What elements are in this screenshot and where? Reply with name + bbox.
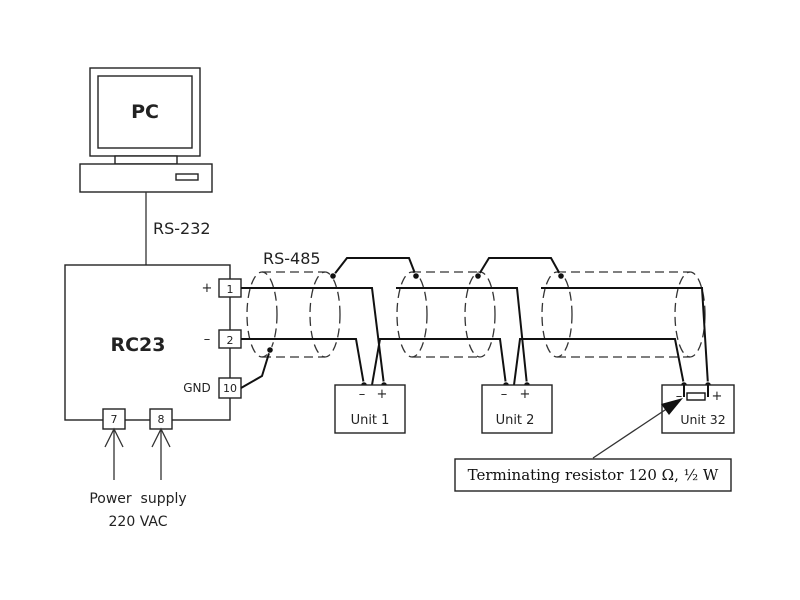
unit-2-plus-label: + xyxy=(520,387,531,402)
rs485-plus-line xyxy=(241,287,709,386)
power-arrow-7 xyxy=(104,427,124,448)
terminator-pointer-arrowhead xyxy=(661,398,683,415)
unit-1-name: Unit 1 xyxy=(351,413,390,428)
minus-polarity-label: – xyxy=(204,332,211,347)
pc-drive-slot xyxy=(175,173,199,181)
unit-32: – + Unit 32 xyxy=(661,384,735,434)
terminal-2-label: 2 xyxy=(227,334,234,347)
terminator-callout-label: Terminating resistor 120 Ω, ½ W xyxy=(468,466,719,484)
power-supply-inputs xyxy=(104,427,171,480)
voltage-label: 220 VAC xyxy=(109,514,168,530)
unit-32-plus-label: + xyxy=(712,389,723,404)
unit-32-minus-label: – xyxy=(676,389,683,404)
connection-dots xyxy=(266,272,712,389)
terminal-8-label: 8 xyxy=(158,413,165,426)
cable-shield-section-1 xyxy=(246,271,341,358)
unit-1-minus-label: – xyxy=(359,387,366,402)
unit-2: – + Unit 2 xyxy=(481,384,553,434)
terminator-callout-box xyxy=(454,458,732,492)
unit-2-box xyxy=(481,384,553,434)
terminating-resistor xyxy=(686,392,706,401)
unit-1-plus-label: + xyxy=(377,387,388,402)
rc23-label: RC23 xyxy=(110,334,165,356)
pc-label: PC xyxy=(131,101,159,123)
pc-monitor-screen xyxy=(97,75,193,149)
unit-1: – + Unit 1 xyxy=(334,384,406,434)
shield-jumper-1 xyxy=(332,257,417,277)
unit-2-minus-label: – xyxy=(501,387,508,402)
terminal-1-label: 1 xyxy=(227,283,234,296)
power-supply-label: Power supply xyxy=(89,491,186,507)
shield-jumper-2 xyxy=(477,257,562,277)
shield-gnd-wire xyxy=(240,349,271,389)
terminal-7-label: 7 xyxy=(111,413,118,426)
rs485-label: RS-485 xyxy=(263,249,321,268)
power-arrow-8 xyxy=(151,427,171,448)
rs232-label: RS-232 xyxy=(153,219,211,238)
rc23-controller: RC23 1 + 2 – 10 GND 7 8 xyxy=(64,264,242,430)
terminal-10-label: 10 xyxy=(223,382,237,395)
plus-polarity-label: + xyxy=(202,281,213,296)
pc-monitor-stand xyxy=(114,155,178,165)
gnd-label: GND xyxy=(183,381,211,395)
rs485-minus-line xyxy=(241,338,685,386)
cable-shield-section-3 xyxy=(541,271,706,358)
pc-computer: PC xyxy=(79,67,213,193)
unit-1-box xyxy=(334,384,406,434)
cable-shield-section-2 xyxy=(396,271,496,358)
unit-2-name: Unit 2 xyxy=(496,413,535,428)
unit-32-name: Unit 32 xyxy=(680,412,725,427)
